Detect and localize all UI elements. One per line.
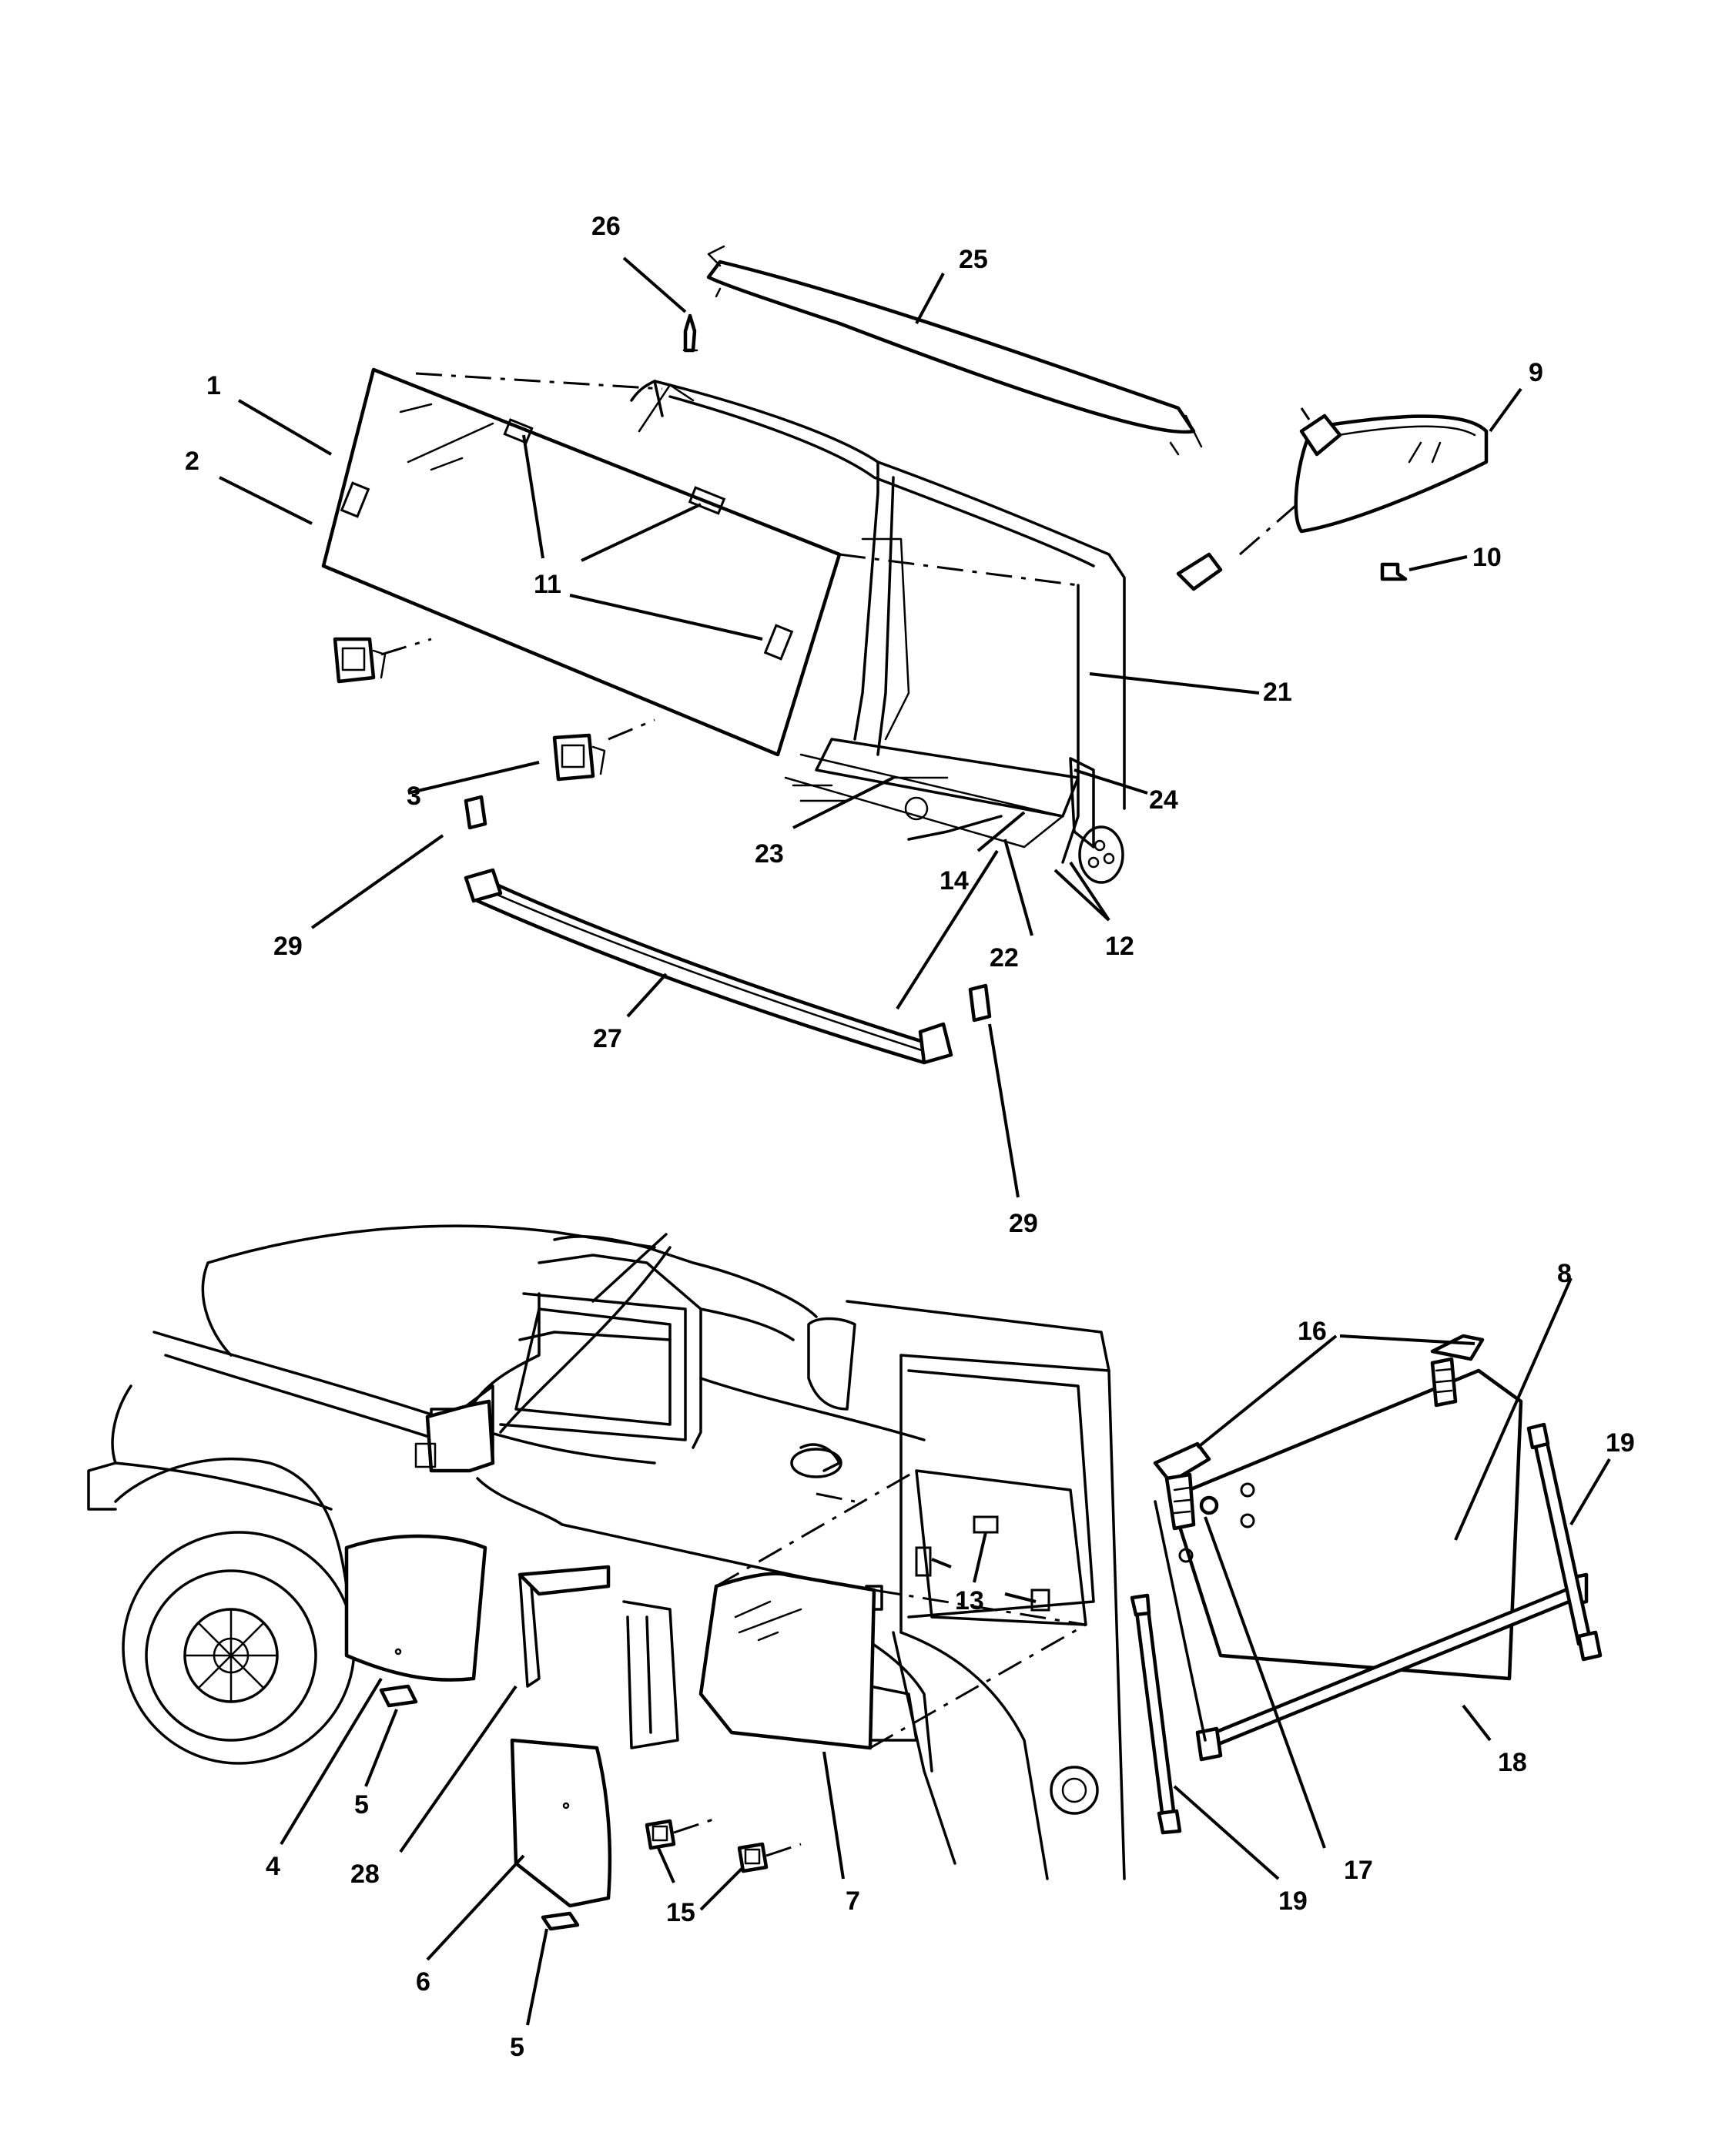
quarter-glass-alignment [715, 1469, 1087, 1749]
rearview-mirror [1176, 407, 1489, 591]
windshield-header-bar [706, 245, 1203, 456]
callout-1: 1 [206, 371, 221, 400]
callout-15: 15 [666, 1898, 695, 1927]
wiper-arm-link [1154, 1500, 1207, 1742]
callout-14: 14 [940, 866, 969, 896]
windshield-hinge-left [333, 637, 387, 684]
clip-29-right [968, 983, 992, 1023]
callout-labels: 1 2 3 4 5 5 6 7 8 9 10 11 12 13 14 15 16… [185, 212, 1635, 2062]
support-strut-right [1526, 1422, 1603, 1662]
clip-29-left [464, 795, 487, 830]
callout-19a: 19 [1606, 1428, 1635, 1458]
liftgate-hinge-left [1153, 1441, 1211, 1531]
door-window-channel [518, 1565, 679, 1749]
cowl-seal-strip [464, 868, 953, 1065]
vehicle-body [87, 1224, 1126, 1880]
clip-13-b [973, 1515, 999, 1534]
callout-25: 25 [959, 245, 988, 274]
quarter-glass-hinge-15b [737, 1842, 769, 1873]
callout-29a: 29 [273, 932, 303, 961]
quarter-glass-hinge-15 [645, 1819, 676, 1850]
windshield-hinge-right [552, 733, 606, 782]
clip-5-rear [541, 1911, 580, 1931]
windshield-alignment-line [415, 372, 663, 390]
callout-2: 2 [185, 447, 199, 476]
callout-12: 12 [1105, 932, 1134, 961]
callout-27: 27 [593, 1024, 622, 1053]
callout-4: 4 [266, 1852, 280, 1881]
callout-7: 7 [846, 1886, 860, 1916]
rear-door-glass [510, 1738, 612, 1908]
callout-5b: 5 [510, 2033, 524, 2062]
callout-17: 17 [1344, 1856, 1373, 1885]
callout-5a: 5 [354, 1790, 369, 1820]
hinge-15-alignment [673, 1816, 802, 1857]
callout-9: 9 [1529, 358, 1543, 387]
hinge-bolt-17 [1199, 1495, 1219, 1515]
callout-24: 24 [1149, 785, 1178, 815]
clip-13-a [915, 1546, 932, 1577]
callout-18: 18 [1498, 1748, 1527, 1777]
callout-13: 13 [955, 1586, 984, 1615]
callout-22: 22 [990, 943, 1019, 973]
liftgate-hinge-right [1430, 1334, 1485, 1408]
support-strut-left [1130, 1593, 1182, 1835]
callout-23: 23 [755, 839, 784, 869]
callout-16: 16 [1298, 1317, 1327, 1346]
liftgate-glass [1168, 1368, 1523, 1681]
callout-8: 8 [1557, 1259, 1572, 1288]
windshield-frame-body [630, 380, 1126, 884]
clip-5-front [379, 1684, 418, 1708]
leader-lines [219, 256, 1611, 2026]
callout-26: 26 [591, 212, 621, 241]
side-mirror [414, 1399, 495, 1473]
callout-28: 28 [350, 1860, 380, 1889]
callout-29b: 29 [1009, 1209, 1038, 1238]
callout-10: 10 [1472, 543, 1502, 572]
front-door-glass [344, 1534, 487, 1682]
callout-6: 6 [416, 1967, 430, 1997]
windshield-glass [321, 367, 842, 757]
callout-19b: 19 [1278, 1886, 1308, 1916]
windshield-alignment-line-lower [839, 553, 1079, 587]
callout-3: 3 [407, 782, 421, 811]
callout-11: 11 [534, 570, 561, 599]
pushpin-fastener [682, 313, 698, 353]
callout-21: 21 [1263, 678, 1292, 707]
rear-quarter-glass [698, 1572, 876, 1750]
hinge-alignment-lines [380, 638, 655, 741]
roof-pillar-line [591, 1233, 668, 1303]
